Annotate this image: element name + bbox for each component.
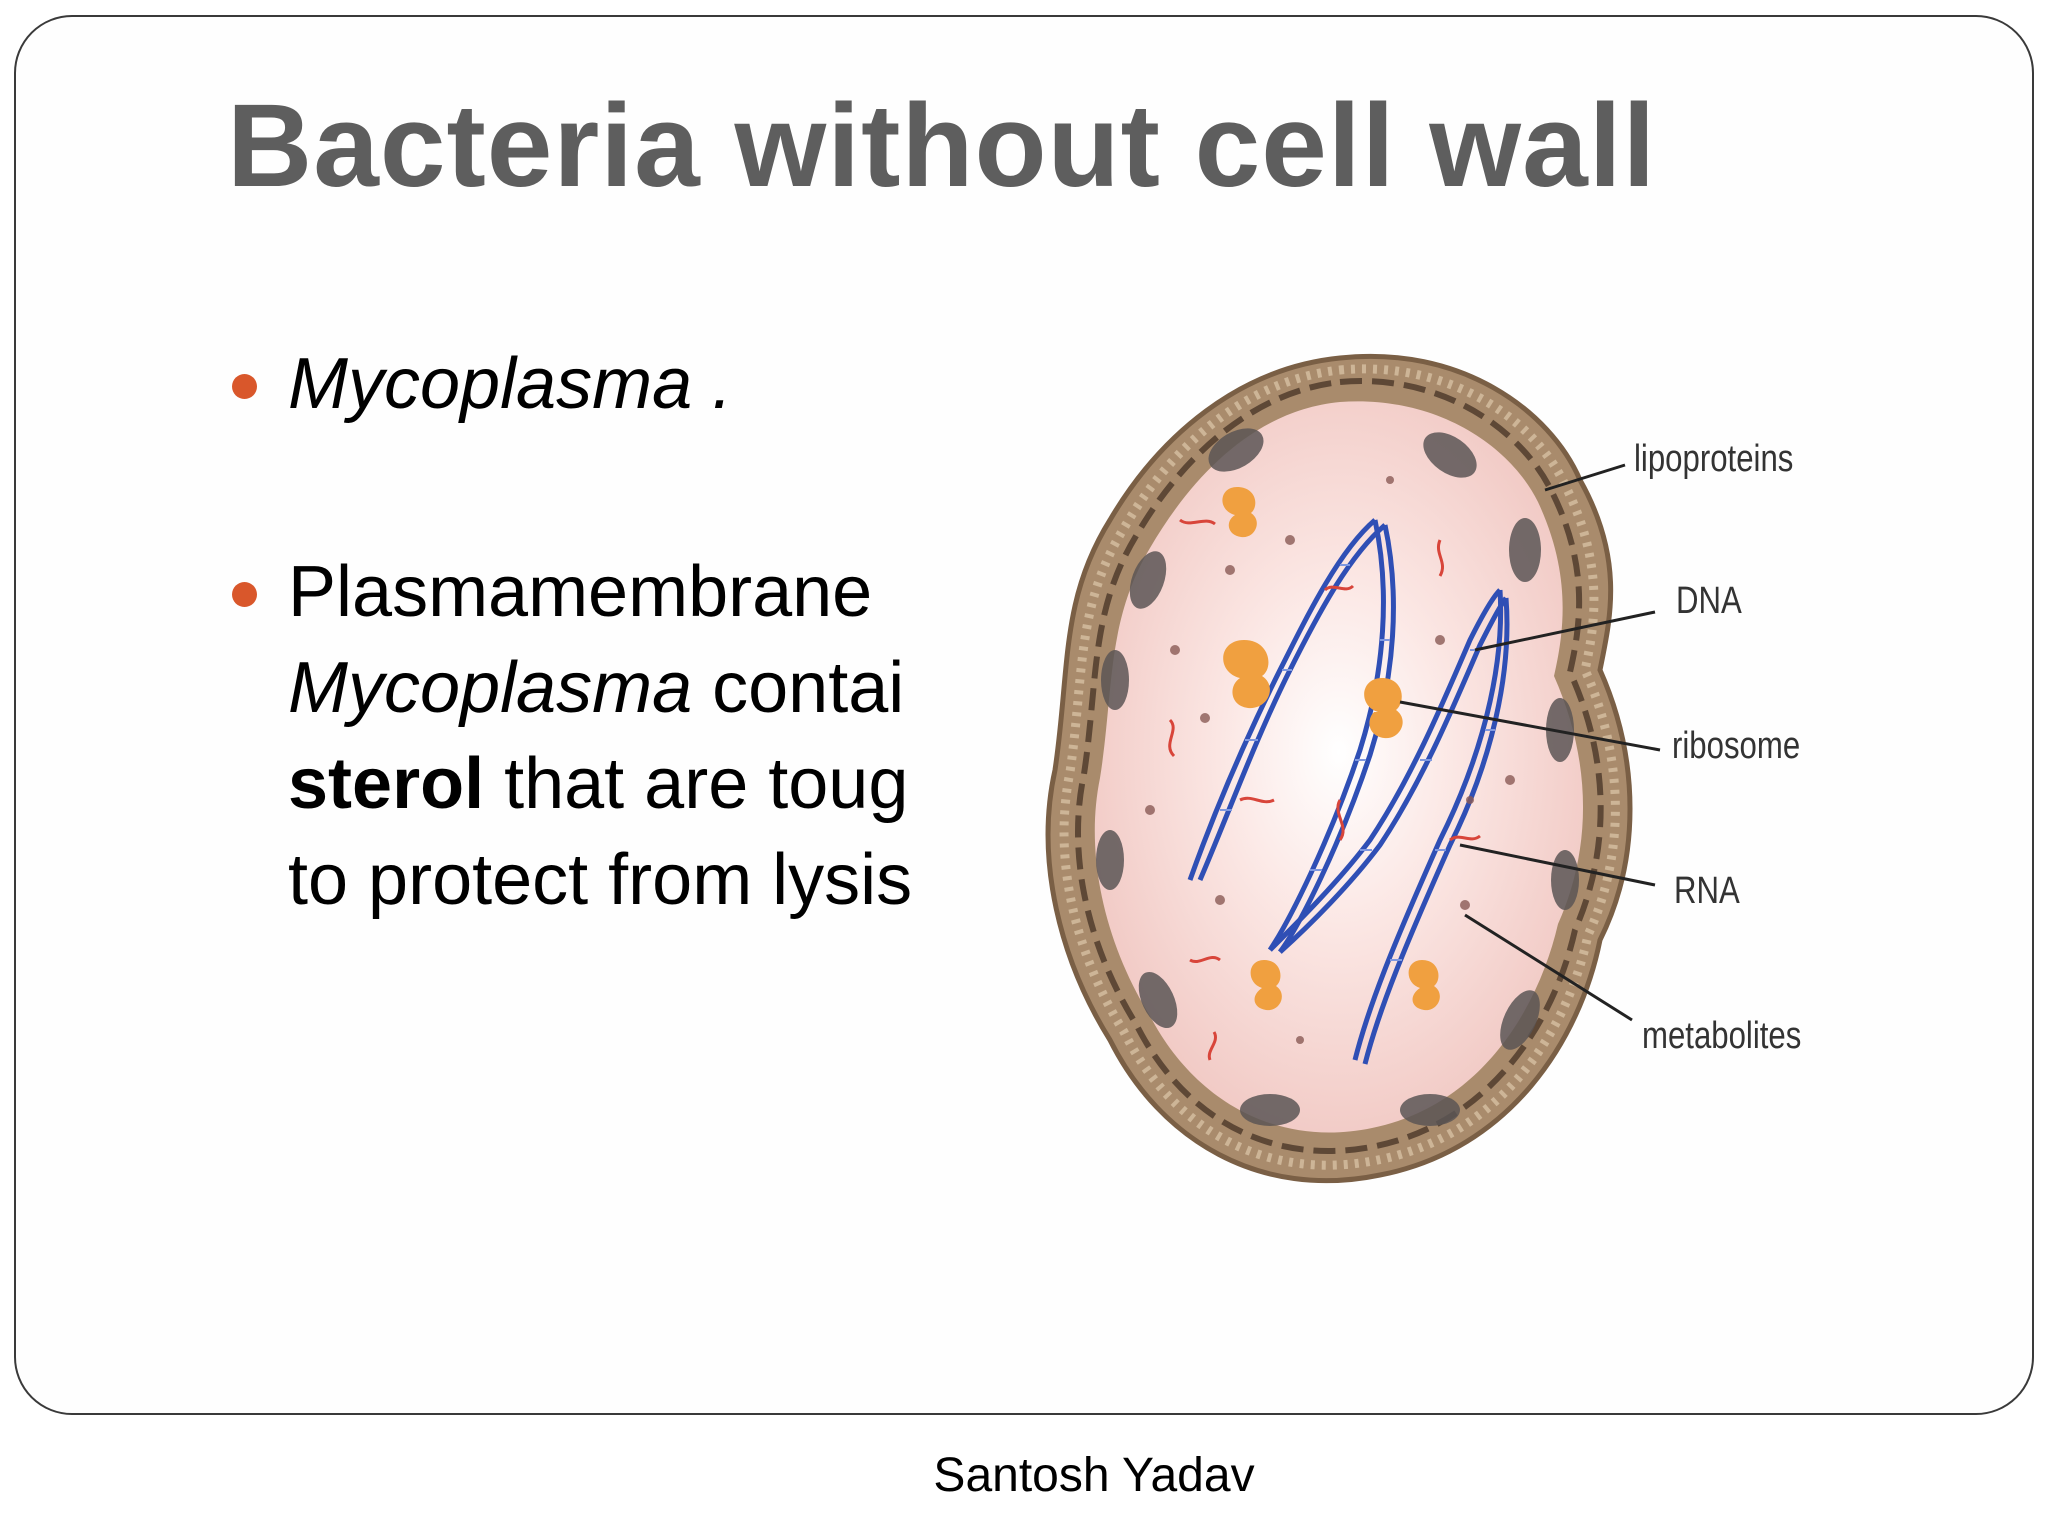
bullet-item-plasmamembrane: Plasmamembrane Mycoplasma contai sterol … <box>228 544 1018 928</box>
bullet-dot-icon <box>232 582 257 607</box>
bullet-dot-icon <box>232 374 257 399</box>
slide-title: Bacteria without cell wall <box>227 80 1657 212</box>
label-ribosome: ribosome <box>1672 725 1801 767</box>
bullet-line-3: sterol that are toug <box>288 736 1018 832</box>
membrane-pits <box>1096 428 1579 1126</box>
bullet-line-1: Plasmamembrane <box>288 552 873 632</box>
cytoplasm <box>1094 401 1584 1133</box>
bullet-item-mycoplasma: Mycoplasma . <box>228 336 1018 432</box>
slide-frame <box>14 15 2034 1415</box>
bullet-text-fragment: contai <box>692 648 905 728</box>
bullet-line-2: Mycoplasma contai <box>288 640 1018 736</box>
bullet-text: Mycoplasma . <box>288 344 733 424</box>
label-rna: RNA <box>1674 870 1740 912</box>
metabolites <box>1145 476 1515 1044</box>
cell-illustration <box>1045 353 1661 1184</box>
footer-author: Santosh Yadav <box>933 1449 1255 1502</box>
label-lipoproteins: lipoproteins <box>1634 438 1794 480</box>
bullet-text-fragment: that are toug <box>484 744 909 824</box>
mycoplasma-cell-diagram: lipoproteins DNA ribosome RNA metabolite… <box>1040 340 1820 1200</box>
label-metabolites: metabolites <box>1642 1015 1802 1057</box>
bullet-bold-term: sterol <box>288 744 485 824</box>
dna-strands <box>1187 518 1510 1065</box>
callout-lines <box>1399 463 1661 1022</box>
bullet-line-4: to protect from lysis <box>288 840 913 920</box>
bullet-italic-term: Mycoplasma <box>288 648 693 728</box>
ribosomes <box>1222 487 1440 1011</box>
rna-strands <box>1168 518 1481 1061</box>
bullet-list: Mycoplasma . Plasmamembrane Mycoplasma c… <box>228 336 1018 928</box>
label-dna: DNA <box>1676 580 1742 622</box>
